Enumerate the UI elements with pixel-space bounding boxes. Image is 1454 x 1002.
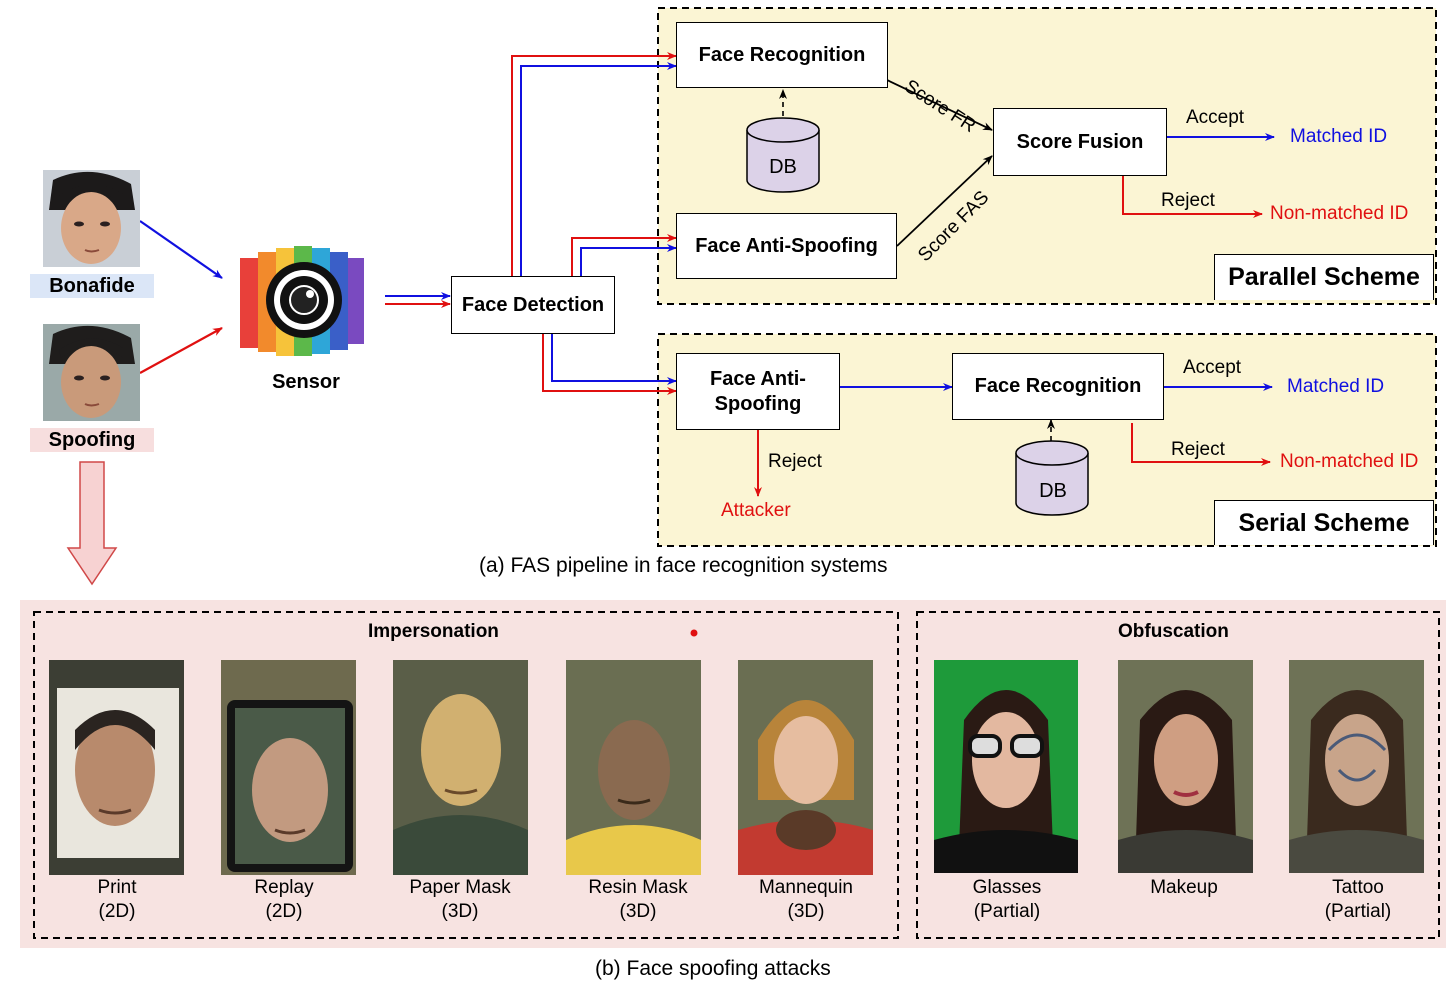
attack-label: Tattoo(Partial) (1324, 877, 1392, 922)
parallel-db-icon (746, 117, 820, 193)
face-detection-box: Face Detection (451, 276, 615, 334)
serial-scheme-label: Serial Scheme (1214, 500, 1434, 545)
bonafide-label: Bonafide (49, 275, 135, 297)
impersonation-title: Impersonation (368, 621, 499, 642)
camera-sensor-icon (238, 242, 368, 362)
sensor-label: Sensor (272, 371, 340, 393)
attacker-label: Attacker (721, 500, 791, 521)
impersonation-group (33, 611, 899, 939)
down-arrow-icon (66, 461, 118, 586)
bonafide-label-bg (30, 274, 154, 298)
caption-a: (a) FAS pipeline in face recognition sys… (479, 554, 888, 577)
serial-reject-label: Reject (1171, 439, 1225, 460)
paper-mask-attack-photo (393, 660, 528, 875)
parallel-scheme-label: Parallel Scheme (1214, 254, 1434, 300)
serial-matched-id: Matched ID (1287, 376, 1385, 397)
attack-label: Glasses(Partial) (972, 877, 1042, 922)
spoofing-label: Spoofing (48, 429, 136, 451)
attack-label: Resin Mask(3D) (588, 877, 688, 922)
mannequin-attack-photo (738, 660, 873, 875)
makeup-attack-photo (1118, 660, 1253, 873)
attack-label: Replay(2D) (254, 877, 314, 922)
serial-db-icon (1015, 440, 1089, 516)
parallel-matched-id: Matched ID (1290, 126, 1388, 147)
spoofing-face-photo (43, 324, 140, 421)
replay-attack-photo (221, 660, 356, 875)
attack-label: Makeup (1150, 877, 1218, 898)
resin-mask-attack-photo (566, 660, 701, 875)
bonafide-face-photo (43, 170, 140, 267)
attack-label: Paper Mask(3D) (409, 877, 511, 922)
caption-b: (b) Face spoofing attacks (595, 957, 831, 980)
serial-face-anti-spoofing-box: Face Anti- Spoofing (676, 353, 840, 430)
score-fusion-box: Score Fusion (993, 108, 1167, 176)
serial-fas-line1: Face Anti- (710, 367, 806, 390)
parallel-db-label: DB (769, 156, 797, 178)
parallel-reject-label: Reject (1161, 190, 1215, 211)
print-attack-photo (49, 660, 184, 875)
serial-accept-label: Accept (1183, 357, 1242, 378)
parallel-accept-label: Accept (1186, 107, 1245, 128)
serial-face-recognition-box: Face Recognition (952, 353, 1164, 420)
attack-label: Mannequin(3D) (758, 877, 854, 922)
bonafide-arrow (139, 220, 223, 279)
serial-fas-line2: Spoofing (714, 392, 802, 415)
serial-non-matched-id: Non-matched ID (1280, 451, 1419, 472)
serial-fas-reject-label: Reject (768, 451, 822, 472)
spoof-arrow (139, 327, 223, 374)
glasses-attack-photo (934, 660, 1078, 873)
attack-label: Print(2D) (97, 877, 137, 922)
serial-db-label: DB (1039, 480, 1067, 502)
spoofing-label-bg (30, 428, 154, 452)
tattoo-attack-photo (1289, 660, 1424, 873)
obfuscation-title: Obfuscation (1118, 621, 1229, 642)
obfuscation-group (916, 611, 1440, 939)
parallel-face-anti-spoofing-box: Face Anti-Spoofing (676, 213, 897, 279)
parallel-non-matched-id: Non-matched ID (1270, 203, 1409, 224)
parallel-face-recognition-box: Face Recognition (676, 22, 888, 88)
